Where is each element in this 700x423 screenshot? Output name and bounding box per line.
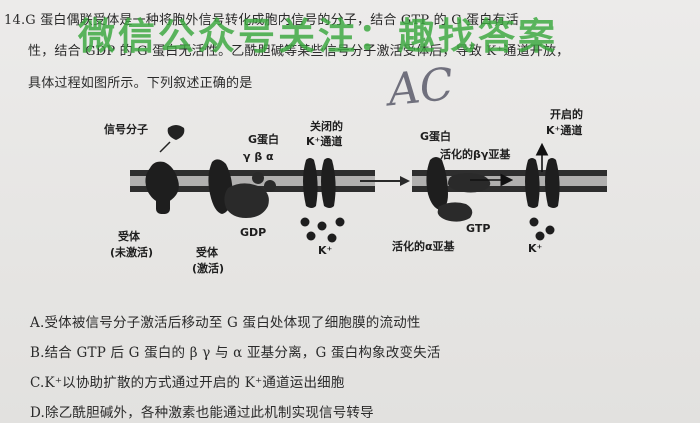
- question-line-1: 14.G 蛋白偶联受体是一种将胞外信号转化成胞内信号的分子，结合 GTP 的 G…: [4, 13, 519, 28]
- receptor-inactive-icon: [145, 161, 179, 203]
- label-receptor-active-2: (激活): [192, 261, 224, 275]
- label-receptor-inactive-2: (未激活): [110, 245, 153, 259]
- k-ions-left: [300, 217, 345, 243]
- label-receptor-inactive-1: 受体: [118, 229, 141, 243]
- signal-molecule-icon: [167, 125, 185, 140]
- label-closed-channel-2: K⁺通道: [306, 134, 342, 148]
- label-closed-channel-1: 关闭的: [310, 119, 343, 133]
- activated-bg-subunit-icon: [448, 173, 491, 193]
- label-open-channel-1: 开启的: [550, 107, 583, 121]
- g-protein-left-icon: [224, 183, 269, 218]
- label-k-left: K⁺: [318, 244, 333, 257]
- option-c: C.K⁺以协助扩散的方式通过开启的 K⁺通道运出细胞: [30, 375, 345, 391]
- label-gtp: GTP: [466, 222, 490, 235]
- option-a: A.受体被信号分子激活后移动至 G 蛋白处体现了细胞膜的流动性: [30, 315, 421, 331]
- label-receptor-active-1: 受体: [196, 245, 219, 259]
- label-signal-molecule: 信号分子: [104, 122, 148, 136]
- open-k-channel-icon: [525, 142, 560, 208]
- receptor-right-icon: [426, 157, 448, 210]
- label-open-channel-2: K⁺通道: [546, 123, 582, 137]
- activated-alpha-subunit-icon: [437, 202, 473, 222]
- option-d: D.除乙酰胆碱外，各种激素也能通过此机制实现信号转导: [30, 405, 374, 421]
- watermark-text: 微信公众号关注：趣找答案: [78, 15, 558, 58]
- label-activated-alpha: 活化的α亚基: [392, 239, 456, 253]
- label-g-protein-left: G蛋白: [248, 132, 279, 146]
- label-k-right: K⁺: [528, 242, 543, 255]
- label-subunits: γ β α: [243, 150, 274, 163]
- closed-k-channel-icon: [303, 158, 336, 208]
- g-protein-diagram: 信号分子 G蛋白 γ β α 关闭的 K⁺通道 GDP K⁺ 受体 (未激活) …: [104, 107, 607, 275]
- label-activated-bg: 活化的βγ亚基: [440, 147, 511, 161]
- label-g-protein-right: G蛋白: [420, 129, 451, 143]
- k-ions-right: [529, 217, 555, 241]
- question-line-2: 性，结合 GDP 的 G 蛋白无活性。乙酰胆碱等某些信号分子激活受体后，导致 K…: [28, 44, 570, 59]
- handwritten-answer: AC: [385, 58, 456, 117]
- option-b: B.结合 GTP 后 G 蛋白的 β γ 与 α 亚基分离，G 蛋白构象改变失活: [30, 345, 441, 361]
- transition-arrow: [360, 176, 410, 186]
- question-line-3: 具体过程如图所示。下列叙述正确的是: [28, 76, 253, 91]
- label-gdp: GDP: [240, 226, 266, 239]
